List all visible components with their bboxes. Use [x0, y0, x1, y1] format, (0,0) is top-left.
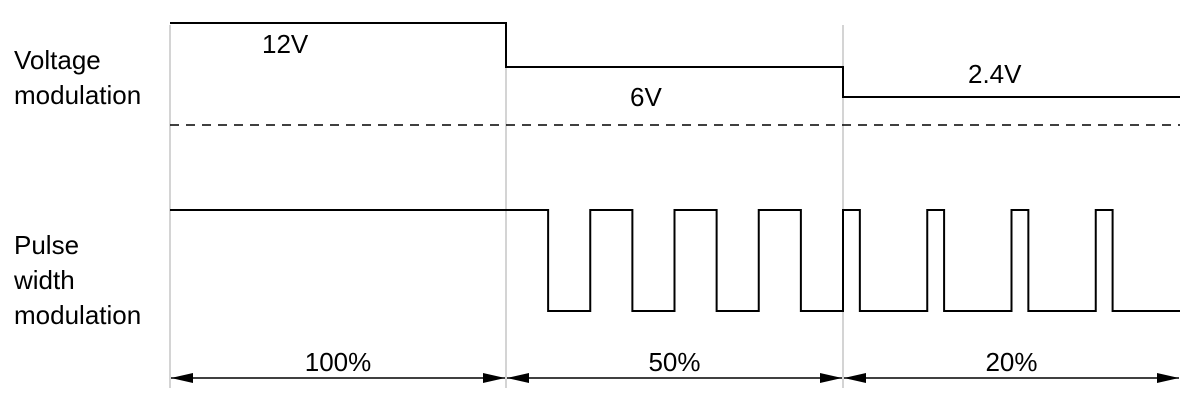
pwm-waveform-trace	[170, 209, 1180, 312]
voltage-label-line-2: modulation	[14, 80, 141, 110]
voltage-value-2-4v: 2.4V	[968, 59, 1022, 89]
arrowhead-left-0	[171, 373, 193, 383]
voltage-value-12v: 12V	[262, 29, 309, 59]
arrowhead-right-0	[483, 373, 505, 383]
arrowhead-right-1	[820, 373, 842, 383]
duty-label-100: 100%	[305, 347, 372, 377]
segment-dividers	[169, 25, 844, 388]
pwm-label-line-2: width	[13, 265, 75, 295]
duty-dimension-arrows	[171, 373, 1179, 383]
arrowhead-right-2	[1157, 373, 1179, 383]
duty-label-50: 50%	[648, 347, 700, 377]
voltage-modulation-label: Voltage modulation	[14, 45, 141, 110]
voltage-level-trace	[170, 22, 1180, 98]
voltage-label-line-1: Voltage	[14, 45, 101, 75]
pwm-label-line-1: Pulse	[14, 230, 79, 260]
voltage-value-6v: 6V	[630, 82, 662, 112]
arrowhead-left-2	[844, 373, 866, 383]
pwm-label-line-3: modulation	[14, 300, 141, 330]
pwm-label: Pulse width modulation	[13, 230, 141, 330]
duty-label-20: 20%	[985, 347, 1037, 377]
arrowhead-left-1	[507, 373, 529, 383]
